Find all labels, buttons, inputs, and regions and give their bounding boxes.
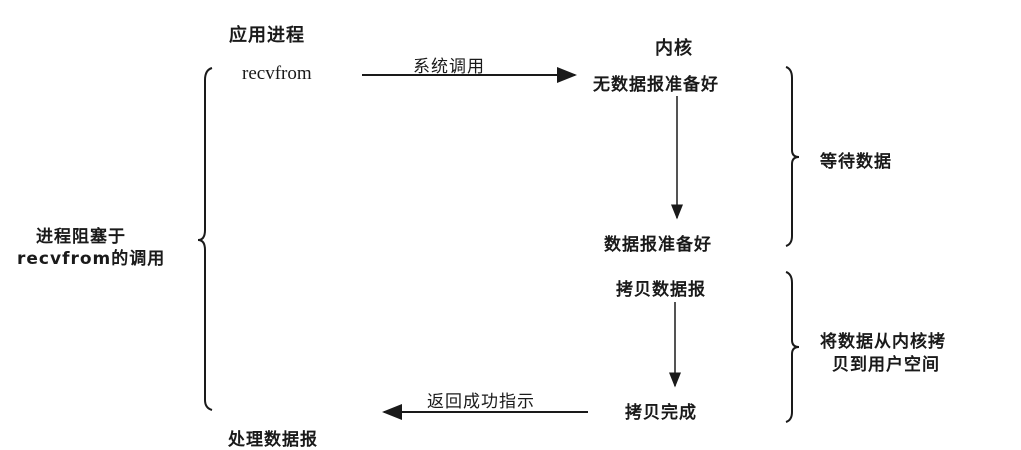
no-datagram-ready: 无数据报准备好 [593, 75, 719, 95]
datagram-ready: 数据报准备好 [604, 235, 712, 255]
left-brace [197, 67, 213, 411]
copy-phase-line2: 贝到用户空间 [832, 355, 940, 375]
copy-datagram: 拷贝数据报 [616, 280, 706, 300]
copy-complete: 拷贝完成 [625, 403, 697, 423]
wait-for-data-label: 等待数据 [820, 152, 892, 172]
blocked-label-line2: recvfrom的调用 [17, 249, 166, 269]
copy-phase-line1: 将数据从内核拷 [820, 332, 946, 352]
system-call-label: 系统调用 [413, 57, 485, 77]
process-datagram: 处理数据报 [228, 430, 318, 450]
app-process-header: 应用进程 [229, 25, 305, 46]
kernel-header: 内核 [655, 38, 693, 59]
return-ok-label: 返回成功指示 [427, 392, 535, 412]
recvfrom-call: recvfrom [242, 63, 312, 84]
blocked-label-line1: 进程阻塞于 [36, 227, 126, 247]
copy-brace [785, 271, 800, 423]
wait-brace [785, 66, 800, 247]
